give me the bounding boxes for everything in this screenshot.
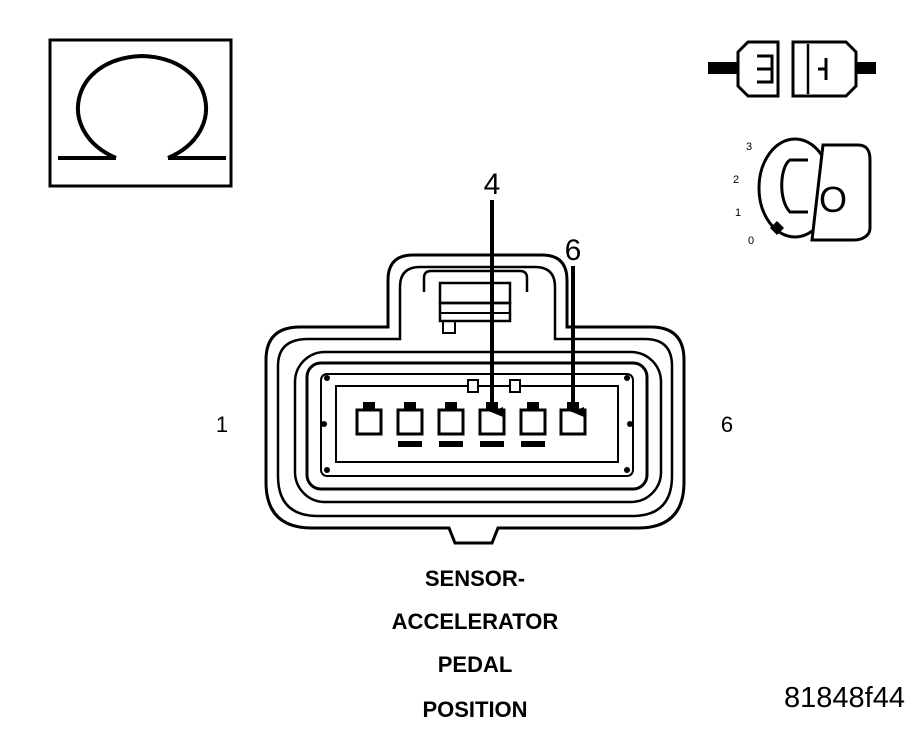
key-label: O (819, 179, 847, 220)
pin-4-callout: 4 (484, 168, 503, 417)
key-position-0: 0 (748, 235, 754, 247)
pin-4-label: 4 (484, 168, 501, 201)
key-position-2: 2 (733, 174, 739, 186)
cavity-2 (396, 402, 424, 447)
connector-face (264, 253, 686, 545)
cavity-1 (355, 402, 383, 436)
caption-line-2: ACCELERATOR (391, 609, 559, 634)
pin-6-label: 6 (565, 234, 582, 267)
key-position-3: 3 (746, 141, 752, 153)
cavity-3 (437, 402, 465, 447)
omega-icon (58, 53, 226, 160)
caption-line-3: PEDAL (437, 652, 513, 677)
ignition-key-off-icon: 3 2 1 0 O (733, 137, 872, 247)
cavity-end-label-right: 6 (721, 412, 733, 437)
connector-disconnected-icon (708, 40, 876, 98)
key-position-1: 1 (735, 207, 741, 219)
pin-6-callout: 6 (565, 234, 584, 417)
figure-id: 81848f44 (784, 682, 905, 714)
caption-line-1: SENSOR- (424, 566, 526, 591)
cavity-5 (519, 402, 547, 447)
ohmmeter-symbol (48, 38, 233, 188)
cavity-end-label-left: 1 (216, 412, 228, 437)
caption-line-4: POSITION (422, 697, 528, 722)
